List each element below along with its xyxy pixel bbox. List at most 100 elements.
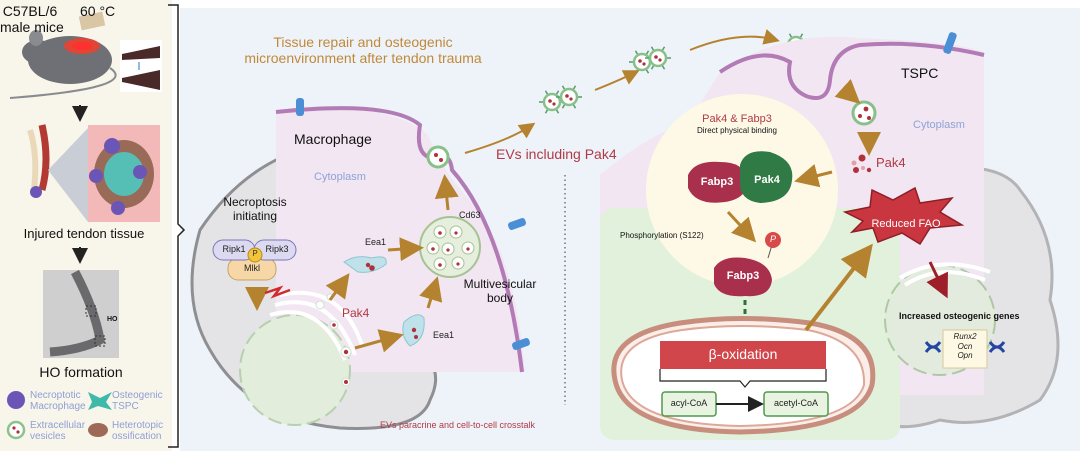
phosphorylation-label: Phosphorylation (S122) — [620, 231, 704, 240]
eea1-label-bottom: Eea1 — [433, 330, 455, 340]
genes-list: Runx2 Ocn Opn — [943, 332, 987, 361]
pak4-protein-label: Pak4 — [754, 174, 780, 186]
phospho-label: P — [252, 249, 258, 258]
acetyl-coa-box — [763, 391, 829, 417]
pak4-label-macrophage: Pak4 — [342, 306, 370, 320]
acetyl-coa-label: acetyl-CoA — [773, 398, 818, 408]
mlkl-label: Mlkl — [244, 263, 260, 273]
mvb-label: Multivesicular body — [460, 277, 540, 306]
membrane-channel — [508, 218, 526, 230]
fabp3-phosphorylated — [714, 257, 772, 297]
extracellular-vesicle — [556, 85, 582, 109]
gene-opn: Opn — [957, 351, 973, 361]
pak4-label-tspc: Pak4 — [876, 155, 906, 170]
phospho-label-fabp3: P — [769, 234, 776, 244]
legend-label: Extracellular — [30, 420, 86, 431]
legend-heterotopic-ossification: Heterotopic ossification — [112, 420, 164, 442]
necroptosis-line2: initiating — [232, 208, 278, 223]
xray-image — [43, 269, 119, 358]
arrow — [689, 29, 780, 51]
macrophage-cytoplasm-label: Cytoplasm — [314, 171, 366, 183]
ripk-mlkl-complex — [212, 239, 297, 281]
lightning-icon — [264, 285, 291, 299]
fabp3-label: Fabp3 — [700, 176, 734, 188]
gene-ocn: Ocn — [957, 341, 973, 351]
mvb-line2: body — [486, 290, 514, 305]
binding-subtitle: Direct physical binding — [696, 126, 778, 135]
beta-oxidation-banner — [660, 341, 826, 369]
mouse-strain-line1: C57BL/6 — [2, 3, 58, 19]
fabp3-phospho-label: Fabp3 — [726, 270, 760, 282]
legend-osteogenic-tspc: Osteogenic TSPC — [112, 390, 163, 412]
arrow — [794, 163, 833, 188]
eea1-label-top: Eea1 — [365, 237, 387, 247]
temperature-label: 60 °C — [80, 3, 116, 19]
injured-tendon-illustration — [27, 124, 160, 222]
injured-tissue-label: Injured tendon tissue — [23, 226, 145, 241]
arrow — [464, 122, 536, 154]
cd63-label: Cd63 — [459, 210, 481, 220]
legend-extracellular-vesicles: Extracellular vesicles — [30, 420, 86, 442]
pak4-protein — [739, 151, 793, 203]
extracellular-vesicle — [426, 145, 450, 169]
osteogenic-tspc-icon — [88, 392, 112, 410]
legend-necroptotic-macrophage: Necroptotic Macrophage — [30, 390, 86, 412]
main-title-line2: microenvironment after tendon trauma — [244, 50, 482, 67]
pak4-molecules — [851, 154, 872, 173]
arrow — [926, 261, 948, 299]
necroptotic-macrophage-icon — [7, 391, 25, 409]
tspc-cytoplasm-label: Cytoplasm — [913, 119, 965, 131]
mouse-illustration — [9, 11, 117, 99]
acyl-coa-label: acyl-CoA — [670, 398, 708, 408]
dna-icon — [924, 341, 942, 353]
tspc-label: TSPC — [901, 65, 939, 81]
phospho-icon — [247, 247, 263, 263]
legend-label: TSPC — [112, 400, 139, 412]
ripk1-label: Ripk1 — [222, 244, 246, 254]
macrophage-label: Macrophage — [294, 131, 372, 147]
legend-label: Heterotopic — [112, 420, 164, 431]
evs-including-pak4-label: EVs including Pak4 — [496, 146, 617, 162]
gene-runx2: Runx2 — [953, 332, 977, 341]
mvb-line1: Multivesicular — [463, 277, 537, 291]
membrane-channel — [943, 32, 957, 54]
increased-genes-label: Increased osteogenic genes — [899, 311, 1020, 321]
arrow — [804, 243, 873, 332]
vesicle — [315, 300, 325, 310]
membrane-channel — [296, 98, 304, 116]
genes-box — [942, 329, 988, 369]
extracellular-vesicle — [645, 46, 671, 70]
mouse-strain-label: C57BL/6 male mice — [0, 3, 64, 36]
fabp3-protein — [688, 161, 747, 203]
legend-label: ossification — [112, 430, 162, 442]
bracket — [168, 4, 186, 448]
beta-oxidation-label: β-oxidation — [708, 346, 778, 362]
arrow — [726, 210, 757, 243]
dna-icon — [988, 341, 1006, 353]
legend-label: Macrophage — [30, 400, 86, 412]
ripk3-label: Ripk3 — [265, 244, 289, 254]
xray-ho-label: HO — [107, 316, 118, 323]
tspc-membrane — [718, 41, 985, 100]
legend-label: vesicles — [30, 430, 66, 442]
mouse-strain-line2: male mice — [0, 19, 64, 36]
legend-label: Necroptotic — [30, 390, 81, 401]
nucleus — [239, 314, 351, 426]
necroptosis-label: Necroptosis initiating — [210, 195, 300, 224]
main-title-line1: Tissue repair and osteogenic — [273, 34, 453, 50]
reduced-fao-burst — [842, 186, 965, 246]
early-endosome — [343, 256, 387, 273]
arrow — [834, 79, 861, 105]
extracellular-vesicle — [851, 100, 877, 126]
binding-title: Pak4 & Fabp3 — [702, 113, 772, 125]
tendon-photo — [120, 40, 162, 92]
heterotopic-ossification-icon — [88, 423, 108, 437]
ho-formation-label: HO formation — [39, 364, 123, 380]
legend-label: Osteogenic — [112, 390, 163, 401]
golgi — [269, 290, 364, 361]
crosstalk-label: EVs paracrine and cell-to-cell crosstalk — [380, 420, 536, 430]
extracellular-vesicle-icon — [6, 420, 26, 440]
phospho-icon — [765, 232, 781, 248]
arrow — [594, 70, 640, 91]
